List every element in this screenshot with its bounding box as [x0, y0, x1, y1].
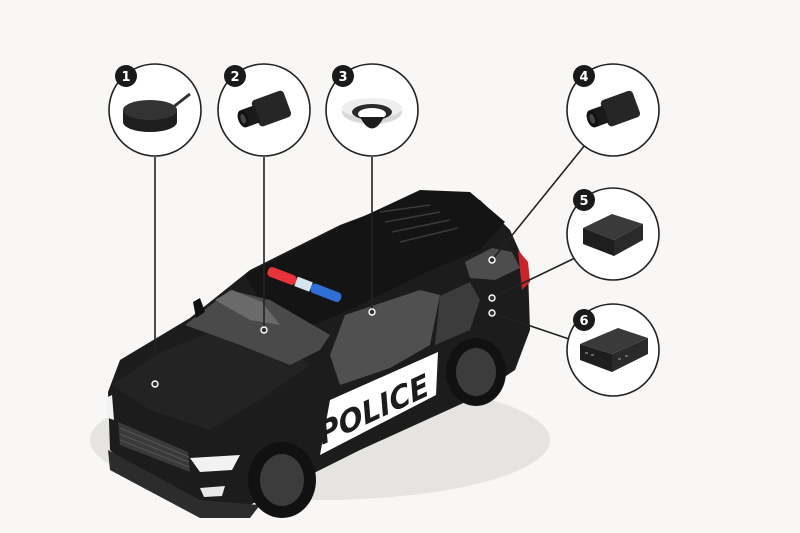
- callout-4[interactable]: 4: [566, 63, 660, 157]
- antenna-puck-icon: [123, 92, 191, 132]
- callout-2[interactable]: 2: [217, 63, 311, 157]
- callout-5[interactable]: 5: [566, 187, 660, 281]
- vehicle-side-windows: [330, 290, 440, 385]
- mount-point-4: [488, 256, 496, 264]
- leader-endpoints: [151, 256, 496, 388]
- light-bar: [267, 267, 342, 303]
- callout-badge: [224, 65, 246, 87]
- leader-line-4: [491, 144, 586, 261]
- callout-number: 1: [121, 70, 130, 85]
- callout-number: 5: [579, 194, 588, 209]
- mount-point-1: [151, 380, 159, 388]
- vehicle-rear-side-window: [435, 282, 480, 345]
- leader-lines: [154, 144, 586, 384]
- mount-point-5: [488, 294, 496, 302]
- police-decal-panel: [320, 352, 438, 455]
- front-wheel: [248, 442, 316, 518]
- callout-number: 2: [230, 70, 239, 85]
- bullet-camera-icon: [586, 90, 641, 128]
- callout-badge: [573, 309, 595, 331]
- callout-number: 3: [338, 70, 347, 85]
- callout-badge: [332, 65, 354, 87]
- tail-light: [518, 250, 530, 290]
- mount-point-3: [368, 308, 376, 316]
- vehicle-body: [108, 195, 530, 510]
- headlight-left: [106, 395, 114, 420]
- dome-camera-icon: [342, 98, 402, 129]
- vehicle-roof: [245, 190, 505, 330]
- roof-grooves: [379, 204, 459, 243]
- callout-6[interactable]: 6: [566, 303, 660, 397]
- rear-wheel: [446, 338, 506, 406]
- headlight-right: [190, 455, 240, 472]
- bullet-camera-icon: [237, 90, 292, 128]
- callout-badge: [573, 65, 595, 87]
- callout-number: 6: [579, 314, 588, 329]
- vehicle-windshield: [185, 290, 330, 365]
- side-mirror: [193, 298, 205, 318]
- leader-line-5: [491, 257, 576, 299]
- vehicle-rear-window: [465, 248, 520, 280]
- grille-lines: [119, 427, 190, 468]
- callout-badge: [115, 65, 137, 87]
- callout-3[interactable]: 3: [325, 63, 419, 157]
- police-suv: POLICE: [90, 190, 550, 518]
- fog-light: [200, 486, 225, 497]
- leader-line-6: [491, 312, 573, 341]
- recorder-box-icon: [583, 214, 643, 256]
- front-bumper: [108, 450, 260, 518]
- callout-1[interactable]: 1: [108, 63, 202, 157]
- callout-number: 4: [579, 70, 588, 85]
- mount-point-6: [488, 309, 496, 317]
- computer-box-icon: [580, 328, 648, 372]
- mount-point-2: [260, 326, 268, 334]
- callout-badge: [573, 189, 595, 211]
